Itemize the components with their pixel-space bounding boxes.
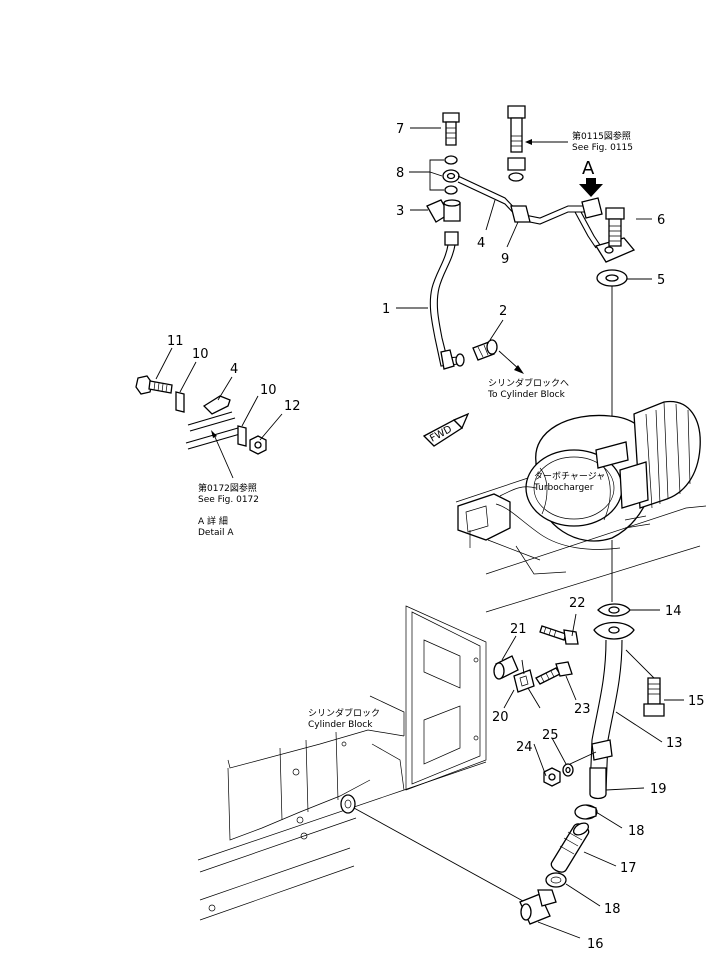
block-port [340, 794, 356, 814]
callout-9: 9 [501, 252, 509, 267]
callout-25: 25 [542, 728, 559, 743]
gasket-14 [597, 603, 631, 617]
washer-8a [444, 155, 458, 165]
callout-11: 11 [167, 334, 184, 349]
tube-13-flange [593, 621, 635, 640]
lower-parts [493, 603, 684, 939]
note-block-jp: シリンダブロック [308, 707, 380, 719]
callout-3: 3 [396, 204, 404, 219]
callout-20: 20 [492, 710, 509, 725]
callout-14: 14 [665, 604, 682, 619]
note-to-block-en: To Cylinder Block [487, 390, 566, 400]
bolt-23 [535, 661, 573, 685]
callout-17: 17 [620, 861, 637, 876]
nut-12 [249, 435, 267, 455]
callout-5: 5 [657, 273, 665, 288]
callout-19: 19 [650, 782, 667, 797]
callout-21: 21 [510, 622, 527, 637]
callout-13: 13 [666, 736, 683, 751]
bracket-20 [513, 659, 541, 709]
clip-10-upper [175, 391, 185, 413]
callout-18a: 18 [628, 824, 645, 839]
cylinder-block [197, 605, 533, 921]
note-detail-en: Detail A [198, 528, 234, 538]
note-detail-jp: A 詳 細 [198, 515, 228, 527]
callout-4: 4 [477, 236, 485, 251]
nut-24 [543, 767, 561, 787]
hose-19 [589, 767, 607, 800]
note-turbo-jp: ターボチャージャ [534, 471, 605, 482]
callout-15: 15 [688, 694, 705, 709]
callout-1: 1 [382, 302, 390, 317]
bolt-7 [442, 112, 460, 146]
note-turbo-en: Turbocharger [533, 483, 594, 493]
elbow-16 [519, 889, 557, 925]
washer-25 [562, 763, 574, 777]
upper-tube-assembly [396, 105, 652, 446]
clamp-18-upper [574, 804, 598, 820]
callout-10a: 10 [192, 347, 209, 362]
banjo-8 [442, 169, 460, 183]
washer-8b [444, 185, 458, 195]
callout-7: 7 [396, 122, 404, 137]
spacer-21 [493, 655, 519, 680]
callout-18b: 18 [604, 902, 621, 917]
callout-22: 22 [569, 596, 586, 611]
hose-17 [550, 822, 590, 873]
callout-2: 2 [499, 304, 507, 319]
callout-4b: 4 [230, 362, 238, 377]
tube-bracket [591, 739, 613, 761]
callout-8: 8 [396, 166, 404, 181]
callout-10b: 10 [260, 383, 277, 398]
tube-1 [429, 244, 465, 370]
fwd-marker [422, 412, 470, 447]
note-block-en: Cylinder Block [308, 720, 373, 730]
elbow-2 [472, 339, 498, 361]
bolt-15 [625, 649, 665, 717]
clamp-9 [510, 205, 531, 223]
view-a-label: A [582, 158, 595, 179]
tube-4-detail [185, 395, 241, 450]
callout-23: 23 [574, 702, 591, 717]
fitting-3-lower [444, 231, 459, 246]
callout-16: 16 [587, 937, 604, 950]
clamp-18-lower [545, 872, 567, 888]
connector-3 [426, 199, 461, 223]
note-fig0115-jp: 第0115図参照 [572, 130, 631, 142]
callout-12: 12 [284, 399, 301, 414]
note-fig0172-en: See Fig. 0172 [198, 495, 259, 505]
gasket-5 [596, 269, 628, 287]
note-fig0172-jp: 第0172図参照 [198, 482, 257, 494]
clip-10-lower [237, 425, 247, 447]
bolt-11 [135, 375, 173, 395]
bolt-fig0115 [507, 105, 526, 182]
callout-numbers: 7 8 3 4 9 6 5 1 2 11 10 4 10 12 14 22 21… [167, 122, 705, 952]
callout-6: 6 [657, 213, 665, 228]
tube-13 [589, 639, 623, 791]
note-fig0115-en: See Fig. 0115 [572, 143, 633, 153]
fitting-a [581, 197, 603, 219]
bolt-6 [605, 207, 625, 247]
turbocharger [455, 400, 707, 613]
note-to-block-jp: シリンダブロックへ [488, 377, 569, 389]
detail-a [135, 347, 283, 479]
callout-24: 24 [516, 740, 533, 755]
view-a-arrow [579, 178, 603, 197]
bolt-22 [539, 625, 579, 645]
